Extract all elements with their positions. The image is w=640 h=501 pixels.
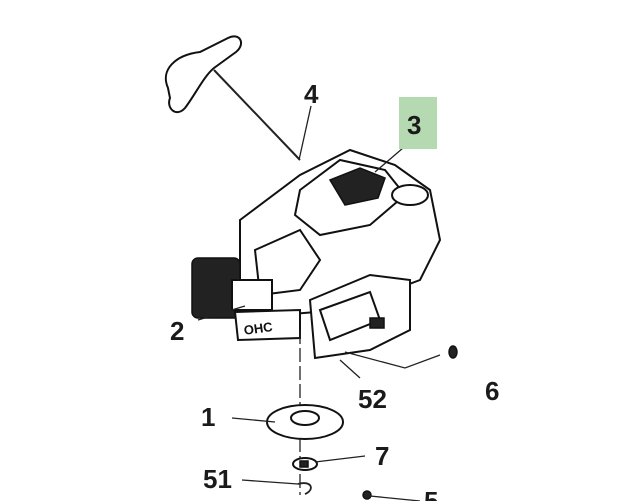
- callout-51[interactable]: 51: [203, 464, 232, 494]
- callout-3[interactable]: 3: [407, 110, 421, 140]
- callout-6[interactable]: 6: [485, 376, 499, 406]
- part-1-washer[interactable]: [266, 404, 344, 440]
- part-5-bolt[interactable]: [362, 490, 372, 500]
- part-51-clip[interactable]: [297, 482, 312, 495]
- engine-logo: OHC: [243, 319, 274, 338]
- leader-lines: [197, 105, 441, 501]
- starter-handle[interactable]: [164, 35, 301, 161]
- engine-assembly[interactable]: OHC: [191, 148, 442, 495]
- callout-7[interactable]: 7: [375, 441, 389, 471]
- callout-3-highlight: [399, 97, 437, 149]
- callout-2[interactable]: 2: [170, 316, 184, 346]
- callout-5[interactable]: 5: [424, 486, 438, 501]
- part-7-washer[interactable]: [292, 457, 318, 471]
- callout-52[interactable]: 52: [358, 384, 387, 414]
- callout-1[interactable]: 1: [201, 402, 215, 432]
- part-6-nut[interactable]: [448, 345, 458, 359]
- callout-4[interactable]: 4: [304, 79, 319, 109]
